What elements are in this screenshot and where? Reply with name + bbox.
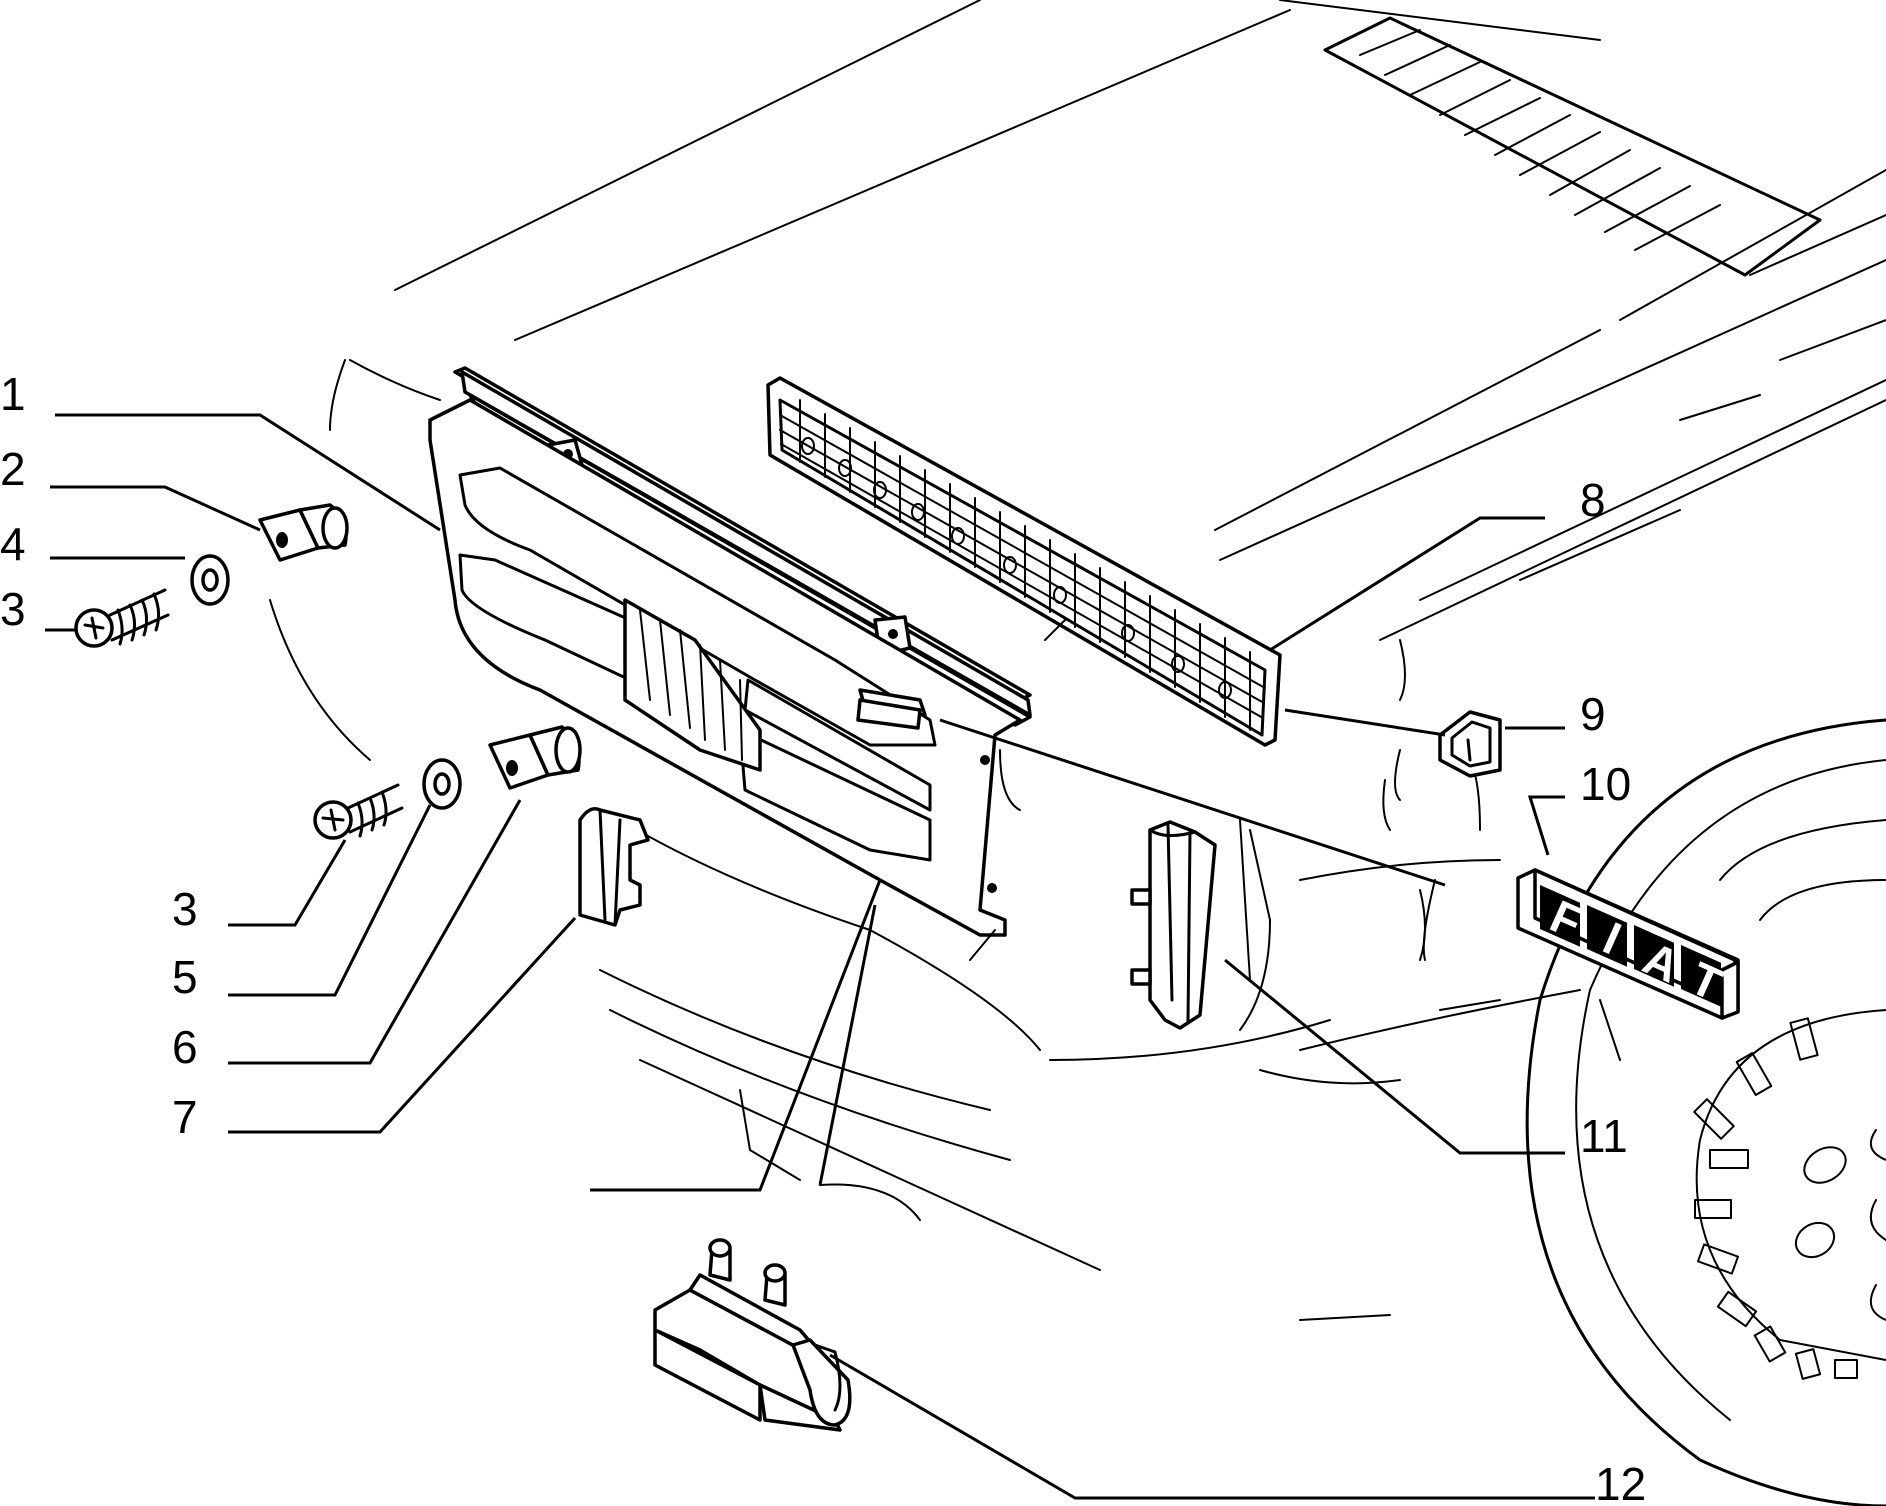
callout-9: 9 — [1580, 688, 1606, 740]
clip-part-2[interactable] — [258, 503, 349, 562]
clip-part-6[interactable] — [488, 725, 582, 790]
callout-6: 6 — [172, 1021, 198, 1073]
callout-1: 1 — [0, 368, 26, 420]
callout-12: 12 — [1595, 1458, 1646, 1506]
callout-5: 5 — [172, 951, 198, 1003]
callout-7: 7 — [172, 1091, 198, 1143]
grille-frame[interactable] — [428, 366, 1032, 937]
fiat-badge-part-10[interactable]: F I A T — [1516, 868, 1740, 1020]
screw-part-3-lower[interactable] — [313, 783, 404, 840]
buffer-part-12[interactable] — [653, 1238, 852, 1432]
mesh-grille-insert[interactable] — [766, 376, 1282, 747]
car-body-outline — [269, 0, 1886, 1321]
callout-2: 2 — [0, 443, 26, 495]
screw-part-3-upper[interactable] — [74, 588, 170, 648]
clip-part-9[interactable] — [1438, 710, 1502, 778]
callout-3-upper: 3 — [0, 583, 26, 635]
bracket-part-11[interactable] — [1130, 820, 1217, 1030]
washer-part-5[interactable] — [422, 758, 462, 810]
callout-10: 10 — [1580, 758, 1631, 810]
leader-lines — [45, 413, 1595, 1500]
wheel — [1525, 718, 1886, 1506]
callout-3-lower: 3 — [172, 883, 198, 935]
callout-labels: 1 2 4 3 3 5 6 7 8 9 10 11 12 — [0, 368, 1646, 1506]
callout-8: 8 — [1580, 474, 1606, 526]
callout-4: 4 — [0, 518, 26, 570]
clamp-part-7[interactable] — [578, 807, 650, 927]
callout-11: 11 — [1580, 1110, 1628, 1162]
washer-part-4[interactable] — [190, 554, 230, 606]
